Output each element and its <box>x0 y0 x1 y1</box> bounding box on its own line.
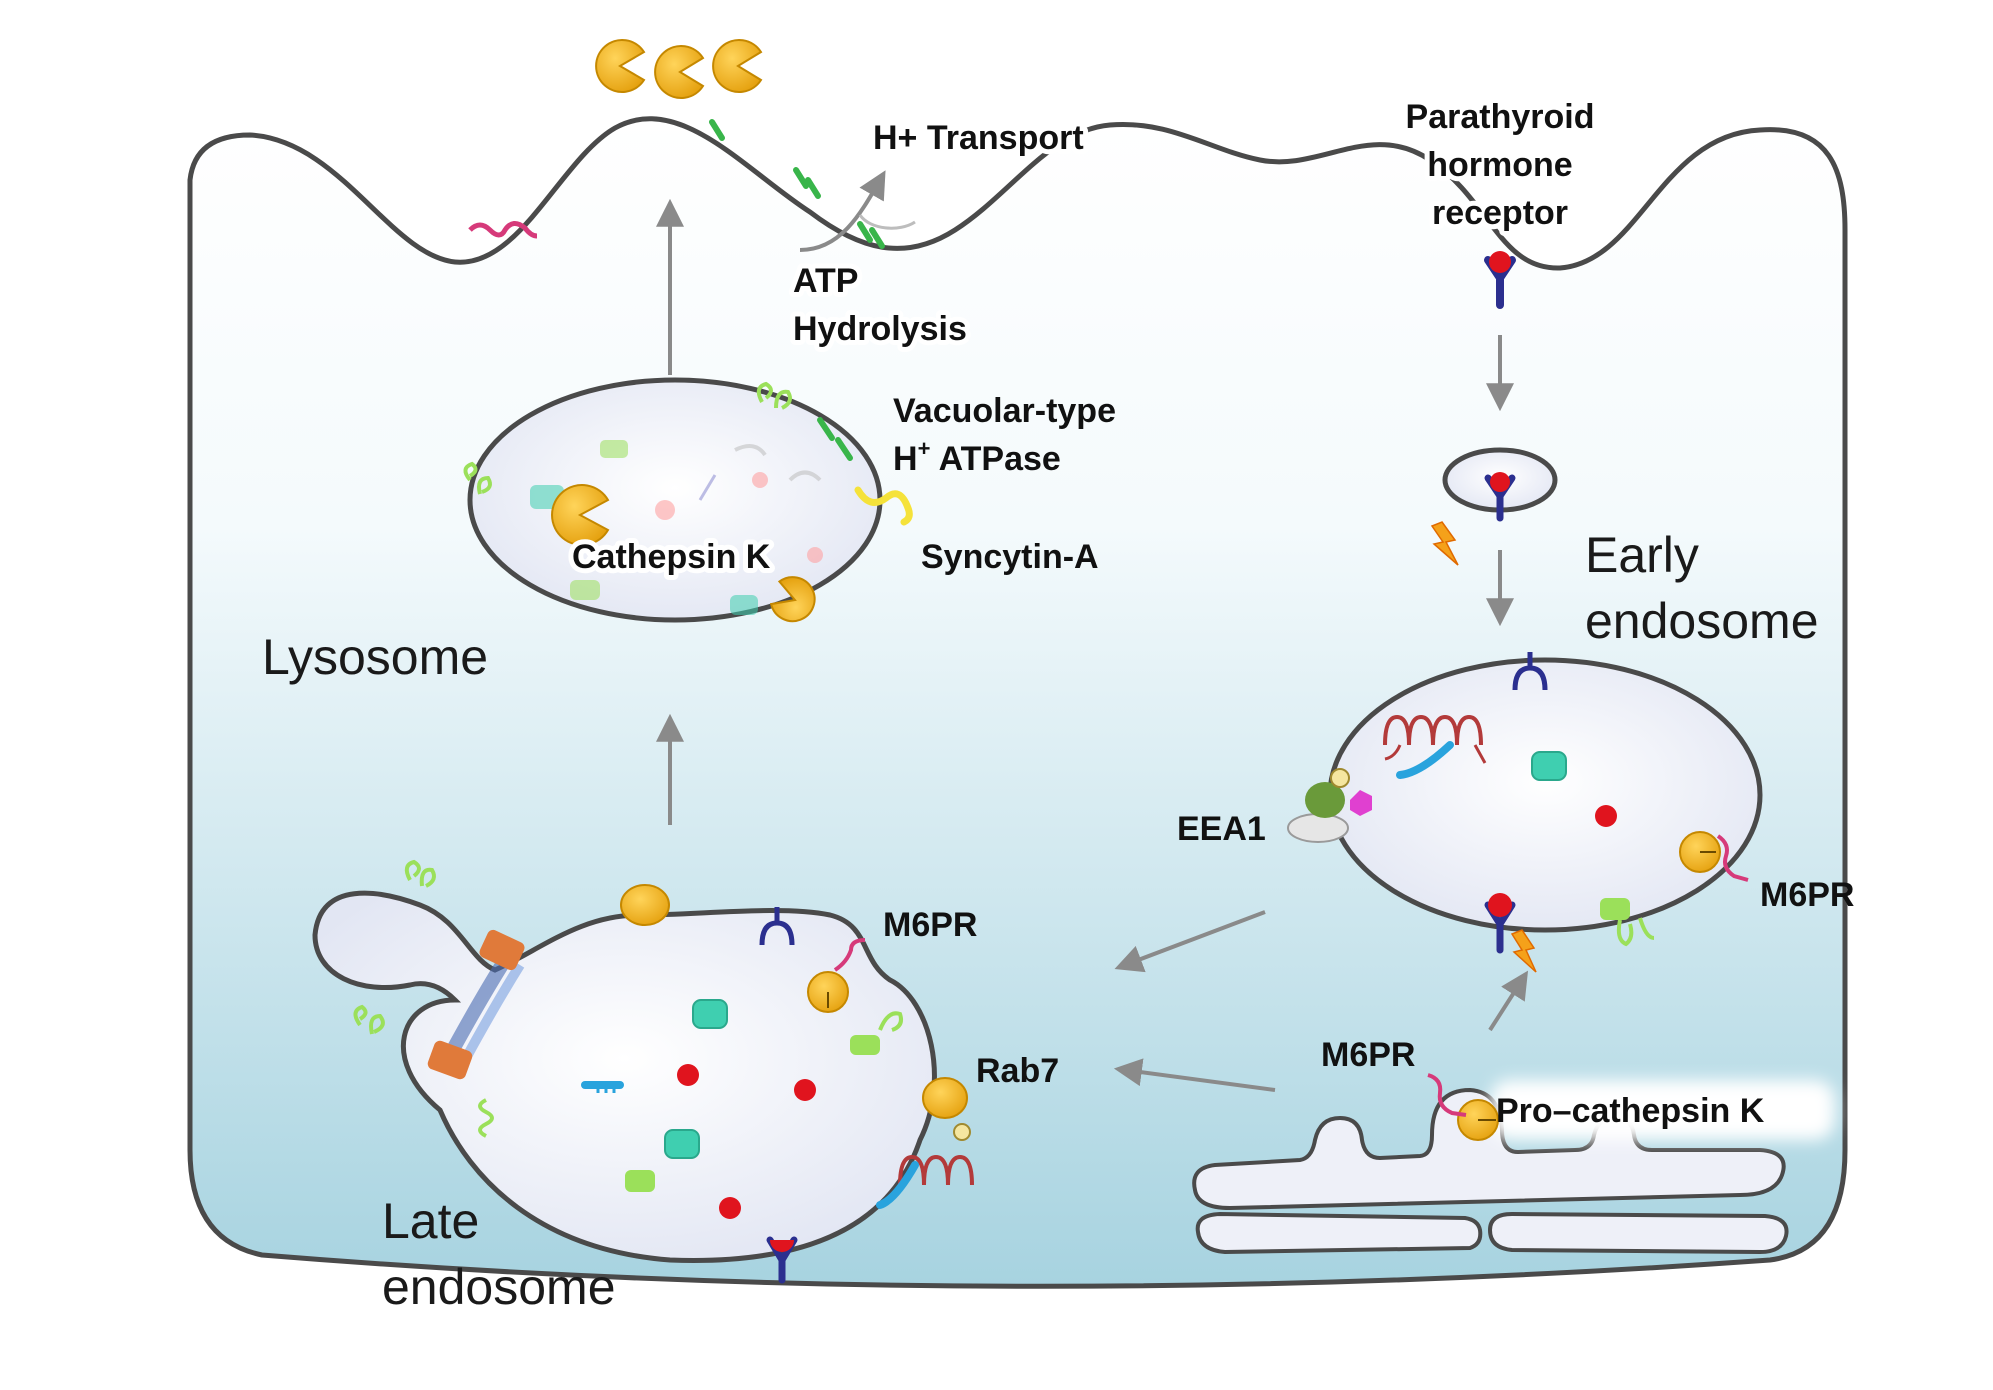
pacman-icon <box>551 484 610 546</box>
label-h-transport: H+ Transport <box>873 119 1084 157</box>
arrow-golgi-to-early <box>1488 970 1529 1032</box>
arrow-golgi-to-late <box>1113 1058 1276 1092</box>
late-endosome-organelle <box>312 859 974 1284</box>
pth-receptor-icon <box>1484 251 1516 309</box>
endocytic-vesicle <box>1430 447 1558 566</box>
pacman-icon <box>769 576 816 623</box>
green-receptor-icon <box>404 859 436 888</box>
m6pr-icon <box>1716 834 1749 882</box>
syncytin-icon <box>854 486 913 526</box>
label-m6pr-late: M6PR <box>883 906 977 944</box>
green-receptor-icon <box>756 381 792 410</box>
label-vatpase-1: Vacuolar-type <box>893 392 1116 430</box>
m6pr-icon <box>1427 1073 1467 1117</box>
h-transport-arrow <box>799 170 886 252</box>
label-early-1: Early <box>1585 527 1699 583</box>
membrane-protein-icon <box>468 221 538 239</box>
secreted-cathepsin-group <box>595 39 763 99</box>
green-receptor-icon <box>463 461 492 495</box>
eea1-complex <box>1287 768 1372 843</box>
coiled-protein-icon <box>1383 714 1483 746</box>
label-m6pr-golgi: M6PR <box>1321 1036 1415 1074</box>
v-atpase-icon <box>709 119 885 249</box>
v-atpase-icon <box>817 417 853 461</box>
rab7-protein-icon <box>620 884 670 926</box>
pacman-icon <box>595 39 646 93</box>
label-atp: ATP <box>793 262 858 300</box>
receptor-icon <box>759 907 795 946</box>
receptor-icon <box>1512 652 1548 691</box>
label-pth-3: receptor <box>1432 194 1568 232</box>
diagram-labels: H+ Transport ATP Hydrolysis Parathyroid … <box>262 93 1854 1315</box>
rab7-protein-icon <box>922 1077 968 1119</box>
label-cathepsin-k: Cathepsin K <box>572 538 771 576</box>
label-late-2: endosome <box>382 1259 616 1315</box>
lightning-icon <box>1510 929 1537 973</box>
label-hydrolysis: Hydrolysis <box>793 310 967 348</box>
label-eea1: EEA1 <box>1177 810 1266 848</box>
label-vatpase-2: H+ ATPase <box>893 436 1061 478</box>
label-late-1: Late <box>382 1193 479 1249</box>
label-pth-1: Parathyroid <box>1406 98 1595 136</box>
label-pro-cathepsin-k: Pro–cathepsin K <box>1496 1092 1765 1130</box>
golgi-stack <box>1192 1073 1835 1255</box>
label-pth-2: hormone <box>1427 146 1572 184</box>
label-lysosome: Lysosome <box>262 629 488 685</box>
early-endosome-organelle <box>1287 652 1763 973</box>
label-rab7: Rab7 <box>976 1052 1059 1090</box>
pacman-icon <box>654 45 705 99</box>
label-early-2: endosome <box>1585 593 1819 649</box>
label-m6pr-early: M6PR <box>1760 876 1854 914</box>
pacman-icon <box>712 39 763 93</box>
arrow-early-to-late <box>1114 910 1266 973</box>
lysosome-organelle <box>463 377 913 623</box>
m6pr-icon <box>833 938 866 972</box>
label-syncytin-a: Syncytin-A <box>921 538 1099 576</box>
green-receptor-icon <box>353 1004 385 1035</box>
lightning-icon <box>1430 521 1459 566</box>
